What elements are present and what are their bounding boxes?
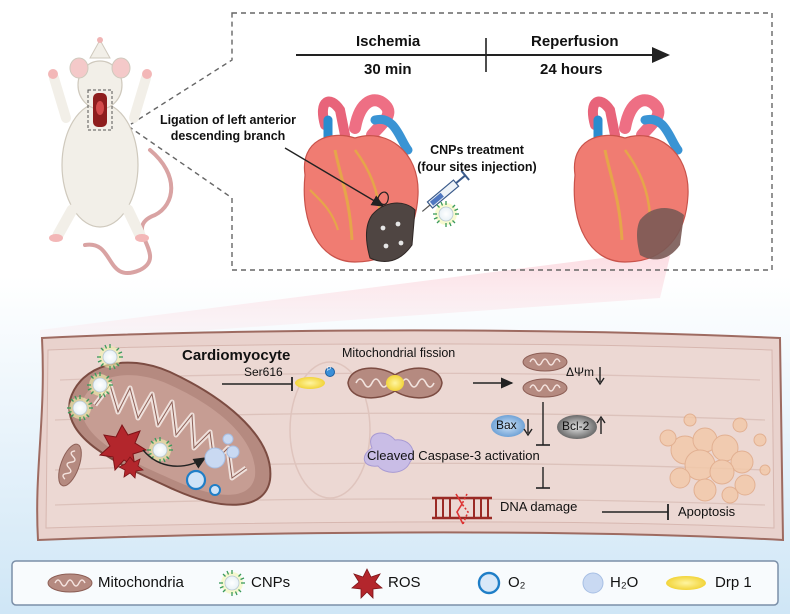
bcl2-label: Bcl-2 [562, 419, 590, 433]
legend-label-cnps: CNPs [251, 574, 291, 591]
ros-star-small [118, 456, 144, 479]
phospho-group [325, 367, 335, 377]
caspase-label: Cleaved Caspase-3 activation [367, 448, 540, 463]
fission-mitochondria [347, 367, 443, 399]
ischemia-label: Ischemia [356, 33, 421, 50]
bax-label: Bax [496, 418, 517, 432]
ligation-label-line2: descending branch [170, 129, 286, 143]
o2-bubble [209, 484, 221, 496]
cardiomyocyte-title: Cardiomyocyte [182, 347, 291, 364]
ros-star-icon [351, 568, 383, 599]
ligation-label-line1: Ligation of left anterior [159, 113, 297, 127]
h2o-bubble [204, 447, 226, 469]
oxygen-circle-icon [477, 571, 501, 595]
water-circle-icon [582, 572, 604, 594]
legend-label-h2o: H₂O [610, 574, 639, 591]
legend-label-ros: ROS [388, 574, 421, 591]
apoptotic-cell-icon [659, 413, 771, 504]
h2o-bubble [226, 445, 240, 459]
rat-illustration [48, 37, 174, 275]
mitochondria-icon [47, 573, 93, 593]
legend-label-mitochondria: Mitochondria [98, 574, 184, 591]
bax-down-arrow [523, 419, 533, 437]
heart-reperfusion [573, 94, 689, 263]
h2o-bubble [222, 433, 234, 445]
zoom-funnel [40, 252, 670, 342]
bcl2-protein [557, 415, 597, 439]
heart-ischemia [303, 94, 419, 263]
legend-box [11, 560, 779, 606]
legend-label-o2: O₂ [508, 574, 526, 591]
ros-star-large [98, 423, 148, 472]
treatment-label-line2: (four sites injection) [417, 160, 537, 174]
delta-psi-label: ΔΨm [566, 365, 595, 379]
bax-protein [491, 415, 525, 437]
fission-label: Mitochondrial fission [342, 346, 456, 360]
split-mitochondrion [522, 378, 568, 398]
membrane-potential-down-arrow [595, 367, 605, 386]
phospho-label: P [327, 367, 332, 373]
ligation-arrow [284, 147, 385, 207]
scavenge-arrow [142, 449, 207, 469]
caspase-protein-blob [363, 432, 414, 473]
treatment-label-line1: CNPs treatment [430, 143, 524, 157]
o2-bubble [185, 469, 207, 491]
apoptosis-label: Apoptosis [678, 504, 736, 519]
dna-icon [432, 493, 492, 525]
legend-label-drp1: Drp 1 [715, 574, 752, 591]
dna-damage-label: DNA damage [500, 499, 578, 514]
reperfusion-duration: 24 hours [540, 61, 603, 78]
drp1-icon [666, 576, 706, 590]
syringe-icon [421, 170, 470, 212]
drp1-protein [295, 377, 325, 389]
timeline [296, 38, 670, 72]
ischemia-duration: 30 min [364, 61, 412, 78]
surgery-callout-frame [126, 12, 773, 271]
split-mitochondrion [522, 352, 568, 372]
ser616-label: Ser616 [244, 365, 283, 379]
bcl2-up-arrow [596, 415, 606, 434]
reperfusion-label: Reperfusion [531, 33, 619, 50]
